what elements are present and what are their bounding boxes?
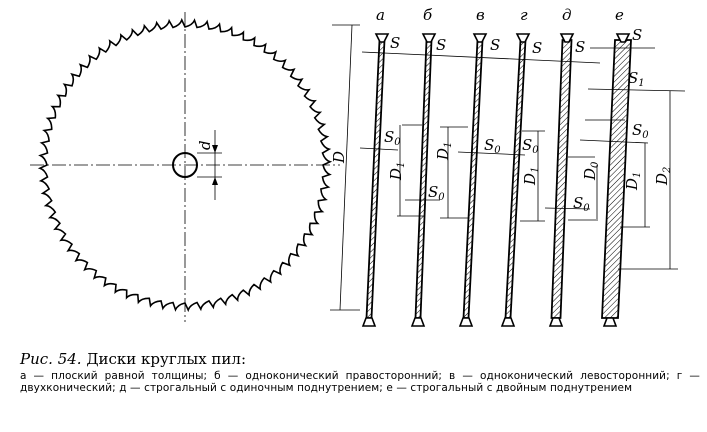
svg-text:S: S [575,38,585,56]
svg-text:S1: S1 [628,69,645,89]
tooth-tip-5 [602,33,631,327]
svg-text:S: S [490,36,500,54]
dimension-lines [359,88,686,270]
disc-profile-1 [414,39,433,319]
s-dimension-line [361,51,601,64]
svg-text:S: S [390,34,400,52]
disc-profiles [361,33,632,327]
svg-text:D0: D0 [581,161,601,181]
svg-text:S0: S0 [384,128,401,148]
tooth-tip-1 [410,33,437,327]
tooth-tip-2 [458,33,488,327]
profile-letters: а б в г д е [376,6,624,24]
profile-label-d: д [562,6,572,24]
svg-text:S0: S0 [522,136,539,156]
saw-discs-diagram: d D а б в г д е S S S S S S S0 S0 S0 S0 … [30,6,686,327]
s-labels: S S S S S S [390,26,642,57]
figure-caption: Рис. 54. Диски круглых пил: а — плоский … [20,350,700,394]
disc-profile-2 [462,39,484,319]
profile-label-g: г [520,6,528,24]
disc-diameter-label: D [330,151,348,164]
svg-text:S: S [632,26,642,44]
profile-label-e: е [615,6,624,24]
disc-profile-4 [550,39,573,319]
figure-number: Рис. 54. [20,350,82,368]
profile-label-v: в [476,6,485,24]
tooth-tip-0 [361,33,390,327]
caption-title: Рис. 54. Диски круглых пил: [20,350,700,368]
svg-text:S: S [532,39,542,57]
svg-text:D1: D1 [434,142,454,161]
caption-heading: Диски круглых пил: [86,350,246,368]
svg-text:S: S [436,36,446,54]
profile-label-b: б [423,6,433,24]
disc-profile-0 [365,39,386,319]
svg-text:S0: S0 [573,194,590,214]
tooth-tip-4 [548,33,575,327]
profile-label-a: а [376,6,385,24]
hole-diameter-label: d [196,140,214,150]
svg-text:D1: D1 [387,162,407,181]
arbor-hole [172,152,198,178]
tooth-tip-3 [500,33,531,327]
caption-body: а — плоский равной толщины; б — однокони… [20,370,700,394]
svg-text:D1: D1 [623,172,643,191]
svg-text:S0: S0 [632,121,649,141]
circular-saw-disc: d D [30,12,360,322]
